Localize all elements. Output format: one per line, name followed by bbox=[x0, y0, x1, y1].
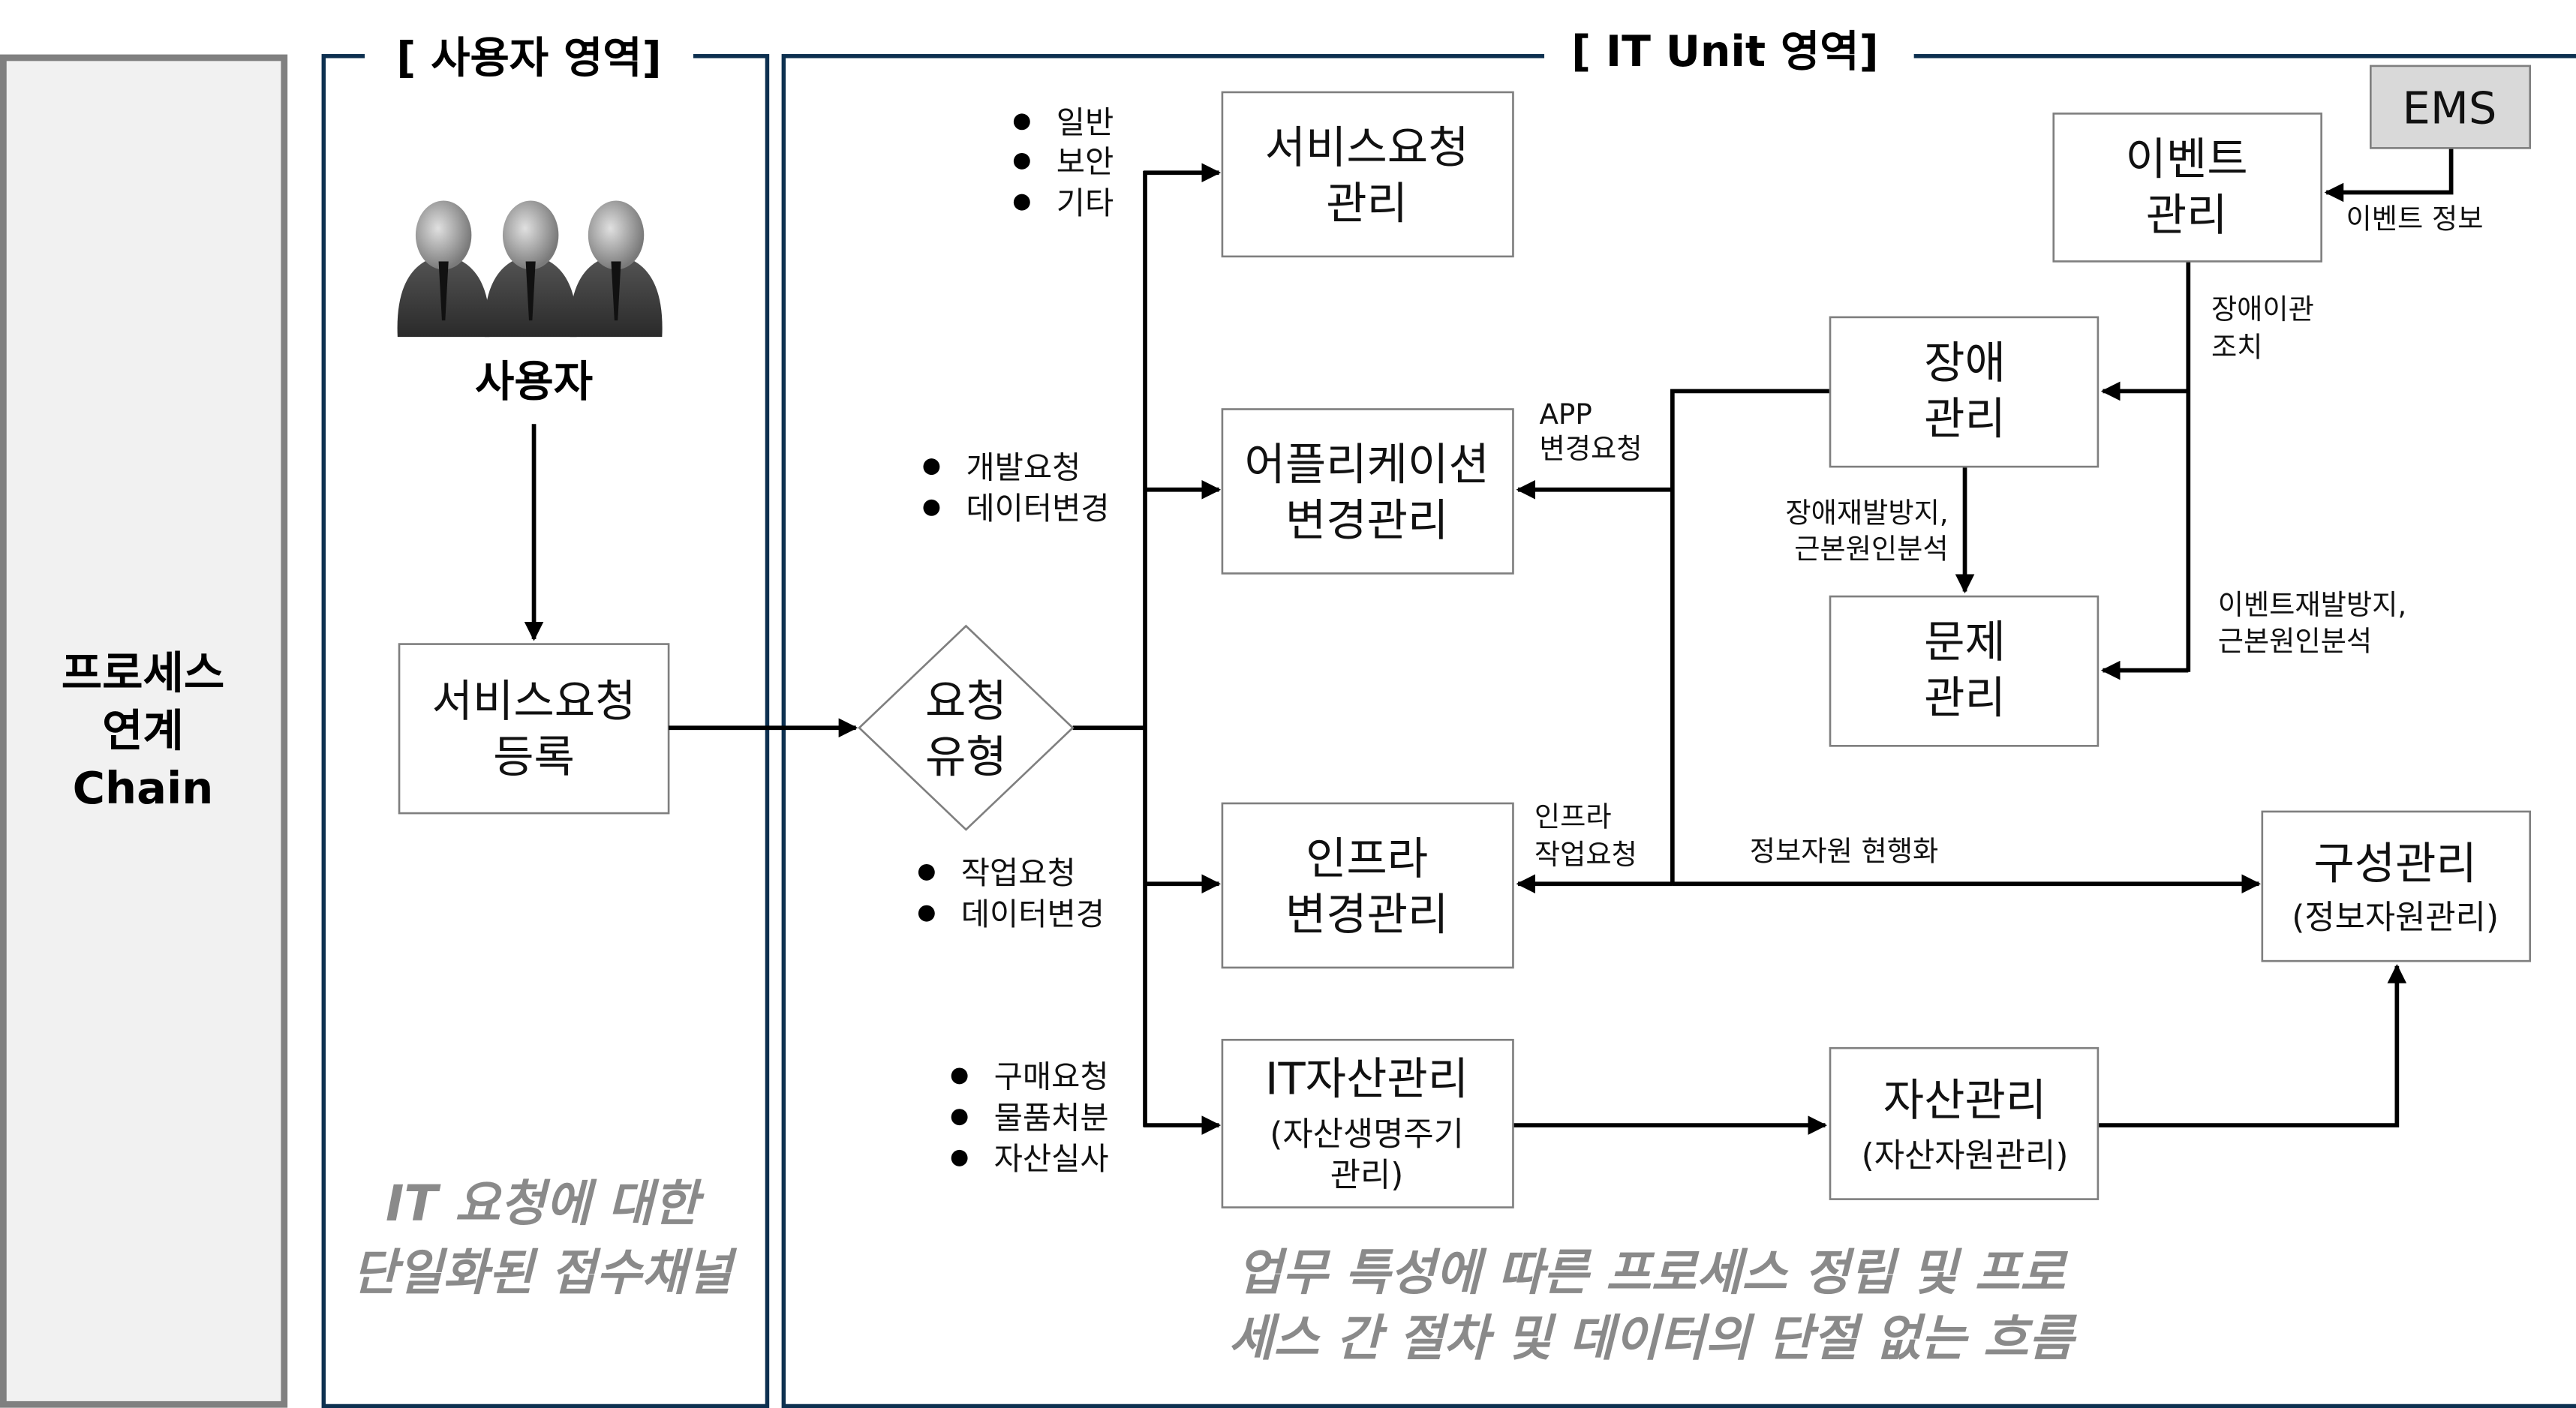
infra-change-mgmt-box[interactable]: 인프라 변경관리 bbox=[1221, 802, 1514, 969]
edge-label: 근본원인분석 bbox=[2218, 624, 2372, 657]
user-zone-note: IT 요청에 대한 bbox=[386, 1175, 705, 1232]
bullet-item: 작업요청 bbox=[961, 854, 1076, 891]
bullet-item: 개발요청 bbox=[966, 449, 1081, 485]
edge-label: APP bbox=[1539, 398, 1592, 431]
event-mgmt-box[interactable]: 이벤트 관리 bbox=[2052, 113, 2322, 263]
box-text: 인프라 bbox=[1306, 833, 1428, 884]
service-request-register-box[interactable]: 서비스요청 등록 bbox=[398, 643, 670, 815]
box-text: IT자산관리 bbox=[1265, 1052, 1468, 1104]
user-label: 사용자 bbox=[475, 357, 593, 407]
left-panel: 프로세스 연계 Chain bbox=[0, 54, 288, 1408]
box-text: 관리 bbox=[1924, 392, 2006, 444]
edge-label: 인프라 bbox=[1534, 800, 1612, 833]
bullet-list-app: 개발요청 데이터변경 bbox=[923, 449, 1110, 527]
bullet-item: 물품처분 bbox=[994, 1099, 1109, 1136]
box-text: 자산관리 bbox=[1883, 1074, 2047, 1126]
users-icon bbox=[397, 200, 663, 338]
left-panel-line: Chain bbox=[73, 762, 214, 814]
bullet-list-service: 일반 보안 기타 bbox=[1013, 104, 1114, 221]
box-text: (자산생명주기 bbox=[1270, 1115, 1464, 1153]
bullet-item: 보안 bbox=[1057, 143, 1114, 180]
bullet-item: 데이터변경 bbox=[966, 490, 1109, 527]
it-zone-title: [ IT Unit 영역] bbox=[1571, 27, 1879, 77]
edge-labels: 이벤트 정보 장애이관 조치 장애재발방지, 근본원인분석 이벤트재발방지, 근… bbox=[1534, 203, 2484, 871]
service-request-mgmt-box[interactable]: 서비스요청 관리 bbox=[1221, 91, 1514, 258]
edge-label: 장애재발방지, bbox=[1785, 497, 1948, 530]
left-panel-line: 프로세스 bbox=[62, 647, 225, 699]
bullet-item: 자산실사 bbox=[994, 1140, 1109, 1177]
box-text: 어플리케이션 bbox=[1244, 439, 1489, 491]
box-text: 관리 bbox=[1924, 672, 2006, 724]
incident-mgmt-box[interactable]: 장애 관리 bbox=[1829, 316, 2100, 468]
it-asset-mgmt-box[interactable]: IT자산관리 (자산생명주기 관리) bbox=[1221, 1038, 1514, 1208]
bullet-item: 일반 bbox=[1057, 104, 1114, 141]
box-text: 등록 bbox=[493, 731, 575, 782]
edge-label: 이벤트 정보 bbox=[2346, 203, 2483, 236]
asset-mgmt-box[interactable]: 자산관리 (자산자원관리) bbox=[1829, 1046, 2100, 1200]
box-text: 유형 bbox=[925, 731, 1007, 782]
connectors bbox=[669, 148, 2454, 1135]
box-text: 관리 bbox=[2146, 189, 2228, 241]
bullet-list-infra: 작업요청 데이터변경 bbox=[918, 854, 1105, 932]
box-text: 변경관리 bbox=[1285, 494, 1449, 546]
box-text: 관리 bbox=[1326, 178, 1408, 230]
left-panel-line: 연계 bbox=[102, 704, 184, 756]
bullet-item: 데이터변경 bbox=[961, 896, 1105, 932]
edge-label: 변경요청 bbox=[1539, 432, 1642, 465]
it-zone-note: 세스 간 절차 및 데이터의 단절 없는 흐름 bbox=[1228, 1310, 2077, 1367]
app-change-mgmt-box[interactable]: 어플리케이션 변경관리 bbox=[1221, 408, 1514, 575]
box-text: 요청 bbox=[925, 675, 1007, 727]
box-text: EMS bbox=[2402, 83, 2496, 134]
edge-label: 정보자원 현행화 bbox=[1750, 835, 1939, 868]
user-zone: [ 사용자 영역] 사용자 서비스요청 등록 IT 요청에 대한 단일화된 접수… bbox=[321, 26, 770, 1408]
bullet-item: 구매요청 bbox=[994, 1058, 1109, 1095]
box-text: 문제 bbox=[1924, 616, 2006, 668]
box-text: 변경관리 bbox=[1285, 889, 1449, 941]
edge-label: 이벤트재발방지, bbox=[2218, 588, 2407, 621]
bullet-list-asset: 구매요청 물품처분 자산실사 bbox=[951, 1058, 1109, 1177]
request-type-decision[interactable]: 요청 유형 bbox=[858, 624, 1075, 831]
edge-label: 근본원인분석 bbox=[1794, 533, 1948, 566]
box-text: 서비스요청 bbox=[1265, 122, 1469, 173]
bullet-item: 기타 bbox=[1057, 185, 1114, 221]
box-text: 서비스요청 bbox=[432, 675, 636, 727]
edge-label: 작업요청 bbox=[1534, 838, 1637, 871]
user-zone-note: 단일화된 접수채널 bbox=[352, 1244, 738, 1301]
problem-mgmt-box[interactable]: 문제 관리 bbox=[1829, 595, 2100, 747]
box-text: (자산자원관리) bbox=[1862, 1136, 2069, 1175]
it-zone-note: 업무 특성에 따른 프로세스 정립 및 프로 bbox=[1237, 1244, 2068, 1301]
ems-box[interactable]: EMS bbox=[2370, 65, 2532, 149]
edge-label: 조치 bbox=[2211, 330, 2262, 363]
box-text: 장애 bbox=[1924, 337, 2006, 389]
box-text: 구성관리 bbox=[2313, 838, 2477, 890]
it-zone: [ IT Unit 영역] bbox=[781, 26, 2576, 1408]
edge-label: 장애이관 bbox=[2211, 293, 2314, 326]
user-zone-title: [ 사용자 영역] bbox=[396, 34, 661, 83]
config-mgmt-box[interactable]: 구성관리 (정보자원관리) bbox=[2261, 810, 2532, 962]
box-text: (정보자원관리) bbox=[2292, 898, 2499, 936]
box-text: 관리) bbox=[1330, 1156, 1404, 1194]
box-text: 이벤트 bbox=[2126, 133, 2248, 185]
